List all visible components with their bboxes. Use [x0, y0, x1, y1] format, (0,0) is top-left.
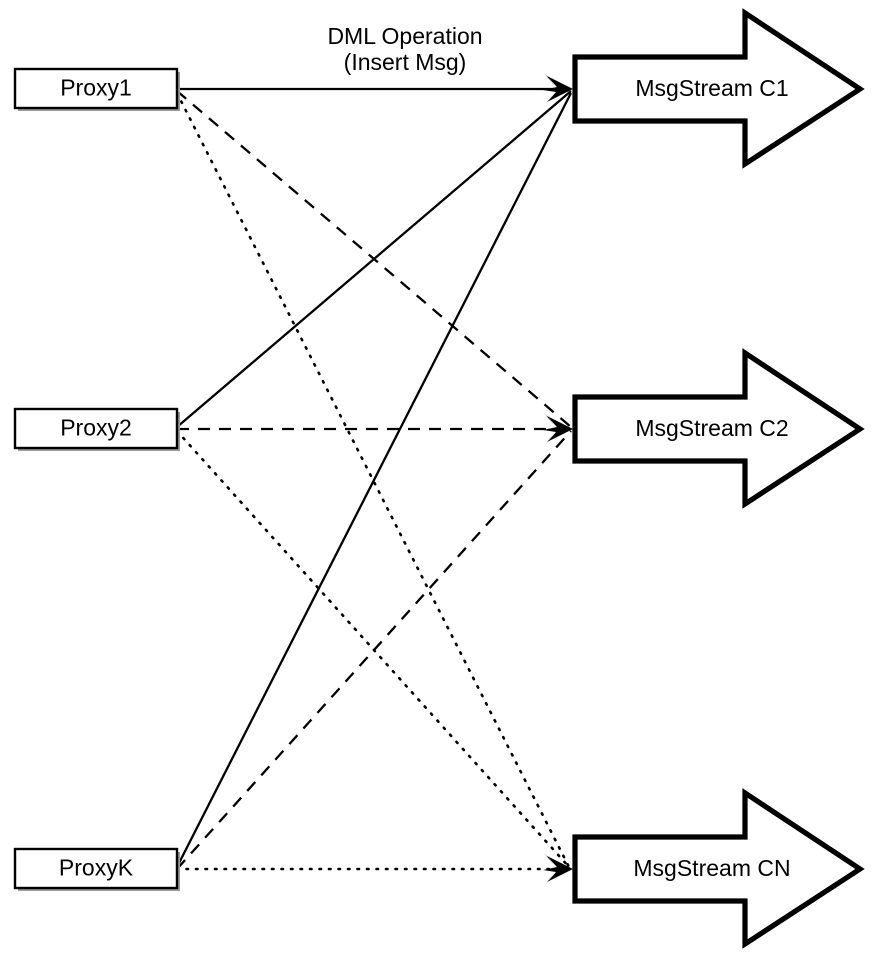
arrowhead-icon-msgstream-c2 — [543, 413, 573, 445]
link-proxy2-to-msgstream-cn — [175, 429, 571, 869]
link-layer — [175, 87, 573, 871]
msgstream-c2-label: MsgStream C2 — [635, 415, 788, 441]
link-proxyk-to-msgstream-c2 — [176, 430, 572, 870]
msgstream-cn-label: MsgStream CN — [633, 855, 790, 881]
proxyk-label: ProxyK — [59, 855, 134, 881]
proxy-node-proxy1[interactable]: Proxy1 — [13, 67, 180, 111]
edge-caption: DML Operation (Insert Msg) — [327, 23, 482, 75]
link-proxy2-to-msgstream-c1 — [176, 90, 572, 428]
msgstream-node-c2[interactable]: MsgStream C2 — [572, 348, 865, 509]
proxyk-box[interactable] — [13, 847, 179, 890]
link-proxyk-to-msgstream-c1 — [175, 92, 573, 868]
proxy1-box[interactable] — [13, 67, 179, 110]
msgstream-cn-arrow-shape[interactable] — [572, 788, 865, 949]
edge-caption-line-1: DML Operation — [327, 23, 482, 49]
link-proxy1-to-msgstream-cn — [175, 91, 571, 869]
arrowhead-layer — [543, 73, 573, 885]
proxy2-box[interactable] — [13, 407, 179, 450]
edge-caption-line-2: (Insert Msg) — [344, 49, 467, 75]
msgstream-node-c1[interactable]: MsgStream C1 — [572, 8, 865, 169]
msgstream-c1-arrow-shape[interactable] — [572, 8, 865, 169]
arrowhead-icon-msgstream-cn — [543, 853, 573, 885]
arrowhead-icon-msgstream-c1 — [543, 73, 573, 105]
msgstream-c1-label: MsgStream C1 — [635, 75, 788, 101]
msgstream-c2-arrow-shape[interactable] — [572, 348, 865, 509]
msgstream-node-cn[interactable]: MsgStream CN — [572, 788, 865, 949]
proxy2-label: Proxy2 — [60, 415, 132, 441]
proxy-node-proxyk[interactable]: ProxyK — [13, 847, 180, 891]
proxy-node-proxy2[interactable]: Proxy2 — [13, 407, 180, 451]
proxy1-label: Proxy1 — [60, 75, 132, 101]
